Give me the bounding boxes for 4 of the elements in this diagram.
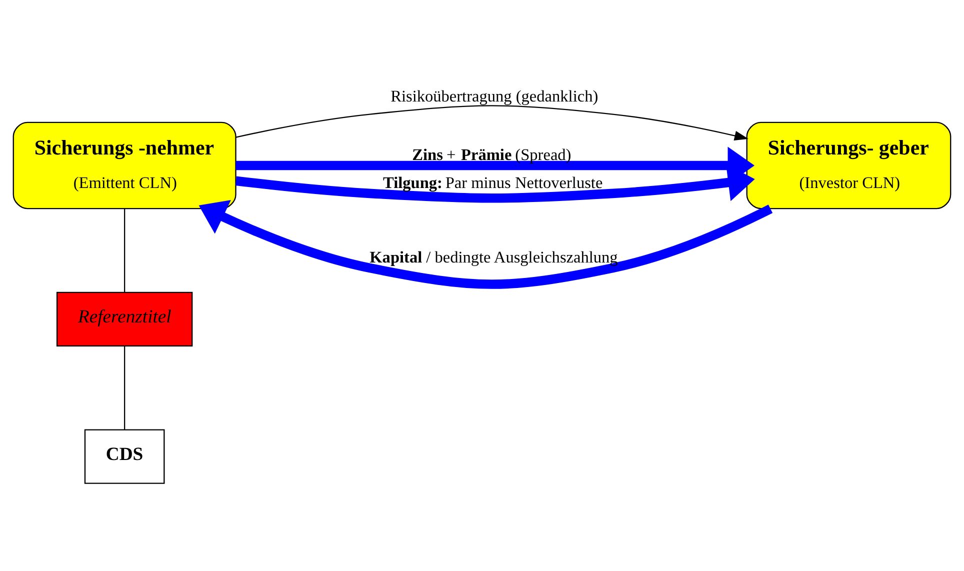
- edge-label: Risikoübertragung (gedanklich): [390, 86, 598, 106]
- edge-label: Kapital / bedingte Ausgleichszahlung: [370, 246, 618, 266]
- edge-label: Zins + Prämie (Spread): [412, 144, 572, 164]
- edge-label: Tilgung: Par minus Nettoverluste: [383, 172, 603, 192]
